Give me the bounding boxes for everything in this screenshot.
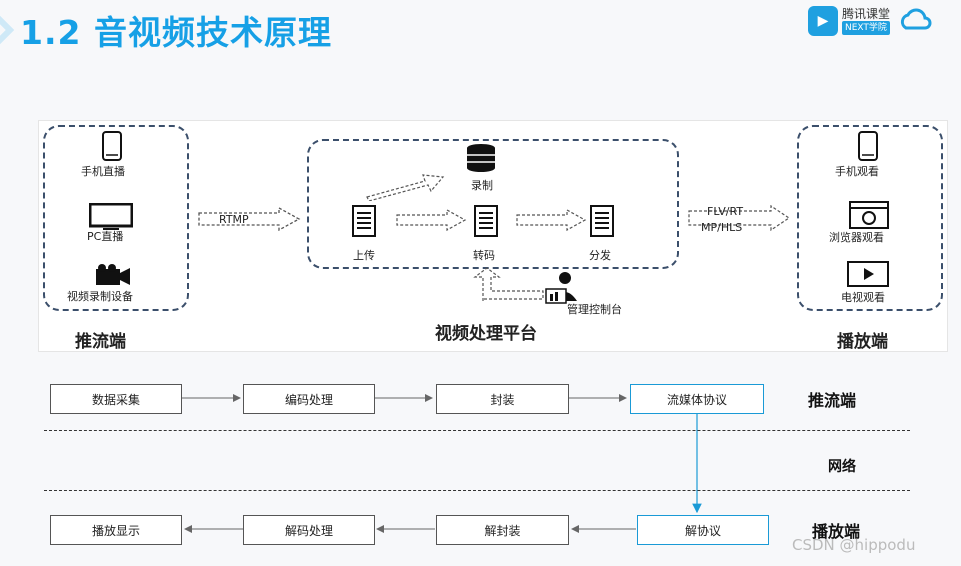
rtmp-label: RTMP (219, 213, 249, 226)
flow-bottom-deprotocol: 解协议 (637, 515, 769, 545)
page-title: 1.2 音视频技术原理 (20, 13, 332, 52)
push-label: 推流端 (75, 332, 126, 352)
server-icon-distribute (590, 205, 614, 237)
server-icon-transcode (474, 205, 498, 237)
push-item-mobile: 手机直播 (81, 165, 125, 178)
play-item-browser: 浏览器观看 (829, 231, 884, 244)
flow-bottom-label: 播放端 (812, 522, 861, 541)
play-label: 播放端 (837, 332, 888, 352)
play-icon: ▶ (808, 6, 838, 36)
flow-top-label: 推流端 (808, 391, 857, 410)
camera-icon (96, 264, 130, 285)
push-group (43, 125, 189, 311)
browser-icon (849, 201, 889, 229)
protocol-label-2: MP/HLS (701, 221, 743, 234)
watermark: CSDN @hippodu (792, 536, 916, 554)
architecture-diagram: 手机直播 PC直播 视频录制设备 推流端 RTMP 录制 上传 转码 分发 管理… (38, 120, 948, 352)
divider-top (44, 430, 910, 431)
flow-bottom-display: 播放显示 (50, 515, 182, 545)
monitor-icon (89, 203, 133, 230)
rtmp-arrow (198, 207, 301, 231)
protocol-arrow (688, 205, 791, 231)
upload-arrow (396, 209, 467, 231)
flow-top-protocol: 流媒体协议 (630, 384, 764, 414)
flow-bottom-decode: 解码处理 (243, 515, 375, 545)
transcode-arrow (516, 209, 587, 231)
record-arrow (366, 174, 445, 201)
logo-sub: NEXT学院 (842, 21, 891, 35)
phone-icon-play (858, 131, 878, 161)
play-item-mobile: 手机观看 (835, 165, 879, 178)
upload-label: 上传 (353, 249, 375, 262)
tv-icon (847, 261, 889, 287)
flow-top-capture: 数据采集 (50, 384, 182, 414)
play-item-tv: 电视观看 (841, 291, 885, 304)
push-item-pc: PC直播 (87, 230, 124, 243)
platform-group (307, 139, 679, 269)
server-icon-upload (352, 205, 376, 237)
phone-icon (102, 131, 122, 161)
play-group (797, 125, 943, 311)
record-label: 录制 (471, 179, 493, 192)
distribute-label: 分发 (589, 249, 611, 262)
database-icon (467, 144, 495, 172)
network-label: 网络 (828, 459, 856, 475)
brand-logo: ▶ 腾讯课堂 NEXT学院 (808, 6, 932, 36)
corner-decoration (0, 15, 15, 45)
console-user-icon (545, 272, 577, 304)
divider-bottom (44, 490, 910, 491)
console-arrow (473, 267, 544, 301)
cloud-icon (900, 8, 932, 30)
push-item-recorder: 视频录制设备 (67, 290, 133, 303)
transcode-label: 转码 (473, 249, 495, 262)
flow-top-encode: 编码处理 (243, 384, 375, 414)
protocol-label-1: FLV/RT (707, 205, 744, 218)
platform-label: 视频处理平台 (435, 324, 537, 344)
logo-name: 腾讯课堂 (842, 7, 891, 21)
flow-bottom-unpackage: 解封装 (436, 515, 569, 545)
flow-top-package: 封装 (436, 384, 569, 414)
flow-connectors (181, 394, 702, 533)
console-label: 管理控制台 (567, 303, 622, 316)
